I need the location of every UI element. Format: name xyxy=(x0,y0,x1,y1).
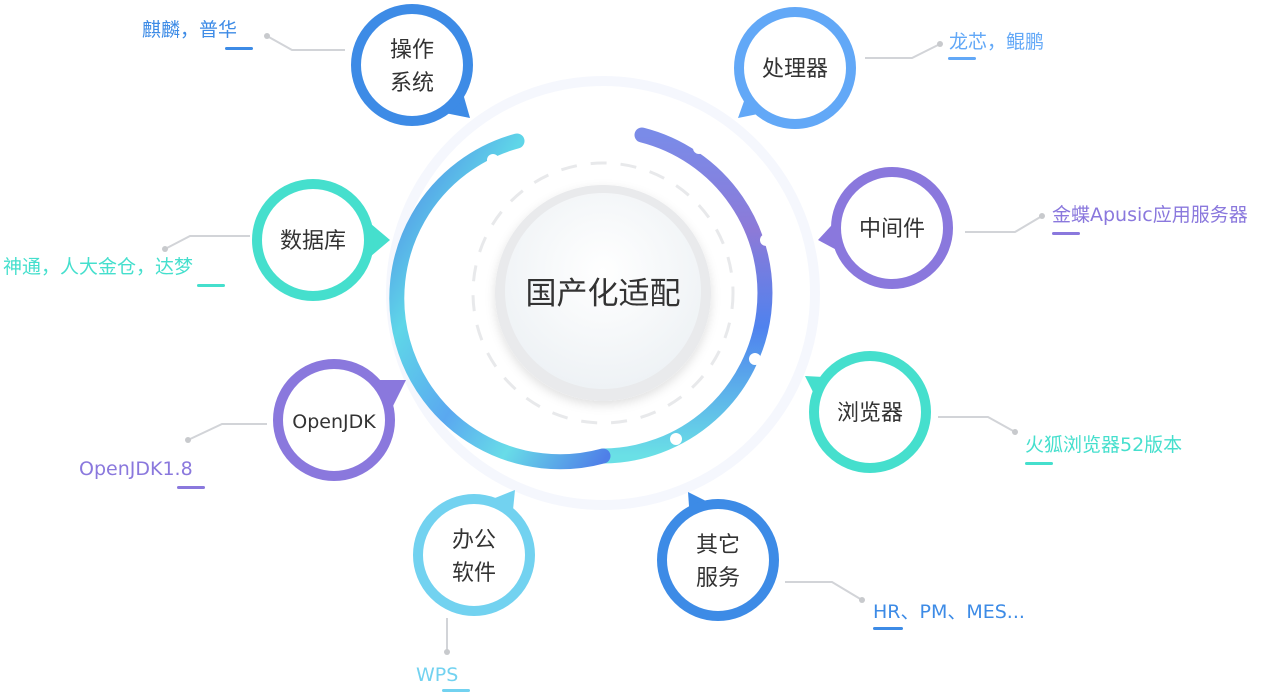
node-middleware[interactable]: 中间件 xyxy=(818,167,953,289)
progress-ring-left xyxy=(389,133,611,470)
node-office[interactable]: 办公 软件 xyxy=(413,490,535,616)
ring-dots xyxy=(433,142,772,449)
node-other-services[interactable]: 其它 服务 xyxy=(657,492,779,621)
label-browser: 火狐浏览器52版本 xyxy=(1025,434,1182,456)
label-office: WPS xyxy=(416,664,458,686)
underline-browser xyxy=(1025,462,1053,465)
node-browser[interactable]: 浏览器 xyxy=(805,351,931,473)
svg-text:OpenJDK: OpenJDK xyxy=(292,411,376,433)
svg-text:处理器: 处理器 xyxy=(762,57,828,82)
underline-database xyxy=(197,284,225,287)
node-cpu[interactable]: 处理器 xyxy=(734,7,856,129)
dashed-ring xyxy=(471,161,735,425)
connector-lines xyxy=(164,35,1043,652)
label-os: 麒麟，普华 xyxy=(142,19,237,41)
underline-office xyxy=(442,689,470,692)
svg-text:浏览器: 浏览器 xyxy=(837,401,903,426)
underline-other-services xyxy=(873,627,903,630)
label-openjdk: OpenJDK1.8 xyxy=(79,458,193,480)
underline-os xyxy=(225,47,253,50)
node-openjdk[interactable]: OpenJDK xyxy=(273,359,406,481)
svg-text:中间件: 中间件 xyxy=(859,217,925,242)
center-title: 国产化适配 xyxy=(526,276,681,312)
svg-text:软件: 软件 xyxy=(452,561,496,586)
label-cpu: 龙芯，鲲鹏 xyxy=(949,31,1044,53)
core-circle xyxy=(505,193,701,389)
node-os[interactable]: 操作 系统 xyxy=(351,4,473,126)
svg-text:数据库: 数据库 xyxy=(280,229,346,254)
svg-text:系统: 系统 xyxy=(390,71,434,96)
label-other-services: HR、PM、MES... xyxy=(873,601,1025,623)
label-middleware: 金蝶Apusic应用服务器 xyxy=(1052,204,1248,226)
svg-text:操作: 操作 xyxy=(390,38,434,63)
label-database: 神通，人大金仓，达梦 xyxy=(3,256,193,278)
underline-cpu xyxy=(948,57,976,60)
connector-dots xyxy=(162,33,1045,655)
svg-text:服务: 服务 xyxy=(696,566,740,591)
underline-middleware xyxy=(1052,232,1080,235)
underline-openjdk xyxy=(177,486,205,489)
node-database[interactable]: 数据库 xyxy=(252,179,390,301)
svg-text:办公: 办公 xyxy=(452,528,496,553)
svg-text:其它: 其它 xyxy=(696,533,740,558)
